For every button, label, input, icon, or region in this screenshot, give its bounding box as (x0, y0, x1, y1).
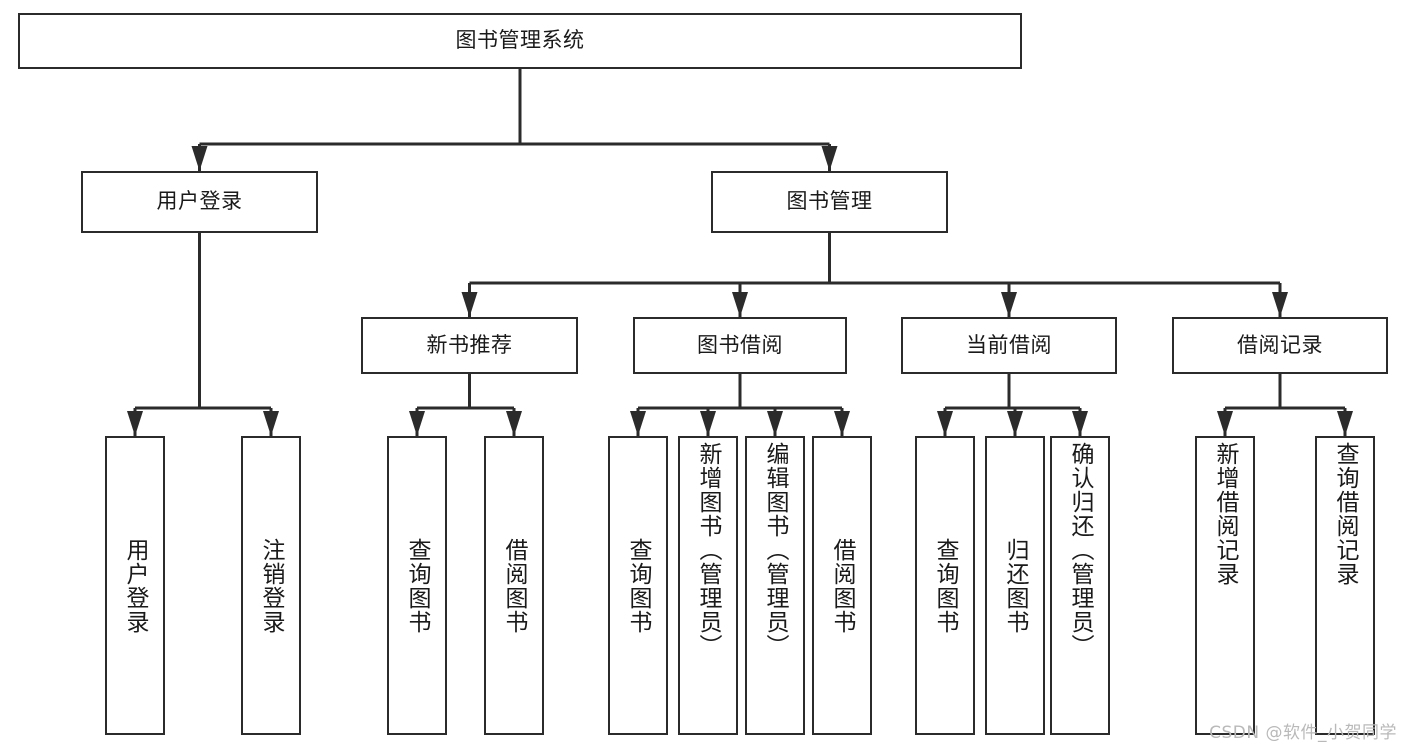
node-label: 用户登录 (122, 537, 149, 634)
node-leaf-edit-book[interactable]: 编辑图书（管理员） (745, 436, 805, 735)
node-book-manage[interactable]: 图书管理 (711, 171, 948, 233)
node-leaf-confirm-return[interactable]: 确认归还（管理员） (1050, 436, 1110, 735)
node-label: 借阅图书 (501, 537, 528, 634)
node-label: 新增图书（管理员） (695, 442, 722, 658)
node-user-login[interactable]: 用户登录 (81, 171, 318, 233)
node-label: 图书借阅 (697, 332, 783, 357)
node-label: 用户登录 (156, 189, 243, 214)
node-label: 查询图书 (932, 537, 959, 634)
node-label: 查询图书 (625, 537, 652, 634)
node-leaf-borrow-book-b[interactable]: 借阅图书 (812, 436, 872, 735)
node-current-borrow[interactable]: 当前借阅 (901, 317, 1117, 374)
node-label: 查询图书 (404, 537, 431, 634)
node-leaf-query-book-a[interactable]: 查询图书 (387, 436, 447, 735)
node-label: 确认归还（管理员） (1067, 442, 1094, 658)
node-new-book-rec[interactable]: 新书推荐 (361, 317, 578, 374)
node-leaf-query-book-b[interactable]: 查询图书 (608, 436, 668, 735)
node-leaf-add-record[interactable]: 新增借阅记录 (1195, 436, 1255, 735)
node-leaf-query-record[interactable]: 查询借阅记录 (1315, 436, 1375, 735)
node-book-borrow[interactable]: 图书借阅 (633, 317, 847, 374)
node-label: 新书推荐 (426, 332, 513, 357)
node-label: 注销登录 (258, 537, 285, 634)
node-label: 借阅图书 (829, 537, 856, 634)
node-leaf-user-login[interactable]: 用户登录 (105, 436, 165, 735)
node-label: 当前借阅 (966, 332, 1052, 357)
node-leaf-logout[interactable]: 注销登录 (241, 436, 301, 735)
node-leaf-query-book-c[interactable]: 查询图书 (915, 436, 975, 735)
node-label: 借阅记录 (1237, 332, 1323, 357)
node-root[interactable]: 图书管理系统 (18, 13, 1022, 69)
node-leaf-add-book[interactable]: 新增图书（管理员） (678, 436, 738, 735)
node-label: 归还图书 (1002, 537, 1029, 634)
node-label: 新增借阅记录 (1212, 442, 1239, 586)
node-label: 图书管理 (786, 189, 873, 214)
node-leaf-borrow-book-a[interactable]: 借阅图书 (484, 436, 544, 735)
node-leaf-return-book[interactable]: 归还图书 (985, 436, 1045, 735)
node-label: 图书管理系统 (455, 28, 585, 53)
node-borrow-record[interactable]: 借阅记录 (1172, 317, 1388, 374)
node-label: 查询借阅记录 (1332, 442, 1359, 586)
node-label: 编辑图书（管理员） (762, 442, 789, 658)
